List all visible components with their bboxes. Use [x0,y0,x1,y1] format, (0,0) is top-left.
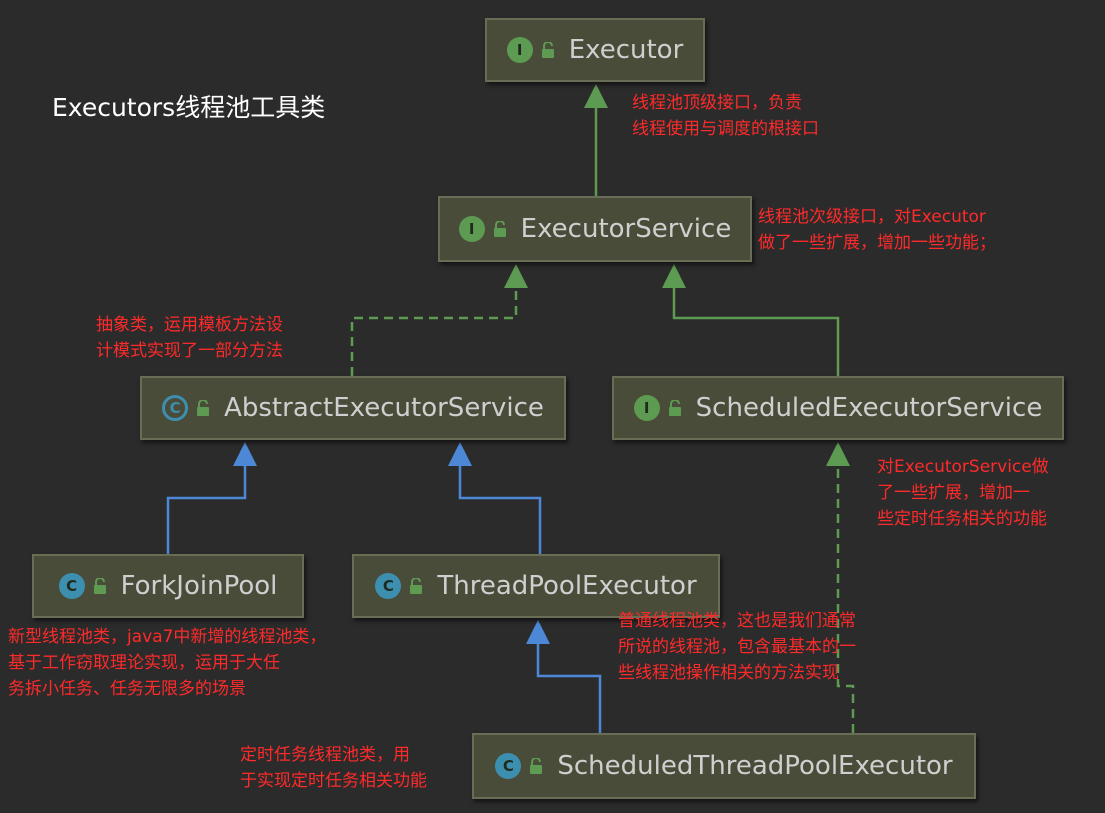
edge-abstract-to-executor-service [350,286,518,376]
interface-icon: I [506,37,533,63]
open-lock-icon [93,578,106,594]
note-line: 于实现定时任务相关功能 [240,771,427,791]
note-line: 基于工作窃取理论实现，运用于大任 [8,653,280,673]
note-line: 线程池顶级接口，负责 [632,93,802,113]
note-line: 新型线程池类，java7中新增的线程池类， [8,627,327,647]
note-scheduled-executor-service: 对ExecutorService做 了一些扩展，增加一 些定时任务相关的功能 [877,454,1049,532]
abstract-class-icon: C [162,395,189,421]
open-lock-icon [493,221,506,237]
interface-icon: I [458,216,485,242]
node-label: ScheduledExecutorService [695,393,1043,423]
node-executor[interactable]: I Executor [485,18,705,82]
open-lock-icon [410,578,423,594]
node-fork-join-pool[interactable]: C ForkJoinPool [32,554,304,618]
note-executor-service: 线程池次级接口，对Executor 做了一些扩展，增加一些功能； [758,204,996,256]
node-label: Executor [568,35,684,65]
edge-scheduled-thread-pool-to-scheduled-service [836,464,855,733]
note-line: 线程使用与调度的根接口 [632,119,819,139]
edge-thread-pool-to-abstract [458,464,542,554]
node-scheduled-thread-pool-executor[interactable]: C ScheduledThreadPoolExecutor [472,733,976,799]
note-line: 了一些扩展，增加一 [877,483,1030,503]
note-thread-pool-executor: 普通线程池类，这也是我们通常 所说的线程池，包含最基本的一 些线程池操作相关的方… [618,608,856,686]
note-executor: 线程池顶级接口，负责 线程使用与调度的根接口 [632,90,819,142]
note-scheduled-thread-pool-executor: 定时任务线程池类，用 于实现定时任务相关功能 [240,742,427,794]
class-icon: C [375,573,402,599]
note-line: 做了一些扩展，增加一些功能； [758,233,996,253]
class-icon: C [495,753,522,779]
node-executor-service[interactable]: I ExecutorService [438,196,752,262]
interface-icon: I [633,395,660,421]
open-lock-icon [197,400,210,416]
open-lock-icon [530,758,543,774]
node-label: ThreadPoolExecutor [437,571,697,601]
node-label: ForkJoinPool [120,571,278,601]
open-lock-icon [668,400,681,416]
edge-scheduled-thread-pool-to-scheduled-service-arrowhead [826,442,850,466]
note-line: 务拆小任务、任务无限多的场景 [8,679,246,699]
note-line: 些定时任务相关的功能 [877,509,1047,529]
note-fork-join-pool: 新型线程池类，java7中新增的线程池类， 基于工作窃取理论实现，运用于大任 务… [8,624,326,702]
edge-fork-join-to-abstract [166,464,247,554]
node-label: ExecutorService [520,214,732,244]
note-line: 定时任务线程池类，用 [240,745,410,765]
edge-executor-service-to-executor-arrowhead [584,84,608,108]
node-abstract-executor-service[interactable]: C AbstractExecutorService [140,376,566,440]
note-line: 抽象类，运用模板方法设 [96,315,283,335]
edge-fork-join-to-abstract-arrowhead [233,442,257,466]
node-label: AbstractExecutorService [224,393,544,423]
note-line: 计模式实现了一部分方法 [96,341,283,361]
note-line: 普通线程池类，这也是我们通常 [618,611,856,631]
note-line: 对ExecutorService做 [877,457,1049,477]
node-thread-pool-executor[interactable]: C ThreadPoolExecutor [352,554,720,618]
note-line: 些线程池操作相关的方法实现 [618,663,839,683]
open-lock-icon [541,42,554,58]
note-line: 线程池次级接口，对Executor [758,207,986,227]
edge-scheduled-thread-pool-to-thread-pool [536,642,602,733]
node-label: ScheduledThreadPoolExecutor [557,751,953,781]
node-scheduled-executor-service[interactable]: I ScheduledExecutorService [612,376,1064,440]
edge-scheduled-thread-pool-to-thread-pool-arrowhead [526,620,550,644]
edge-abstract-to-executor-service-arrowhead [504,264,528,288]
edge-scheduled-service-to-executor-service [672,286,840,376]
diagram-title: Executors线程池工具类 [52,93,326,122]
note-abstract-executor-service: 抽象类，运用模板方法设 计模式实现了一部分方法 [96,312,283,364]
note-line: 所说的线程池，包含最基本的一 [618,637,856,657]
class-icon: C [58,573,85,599]
edge-scheduled-service-to-executor-service-arrowhead [662,264,686,288]
edge-thread-pool-to-abstract-arrowhead [448,442,472,466]
